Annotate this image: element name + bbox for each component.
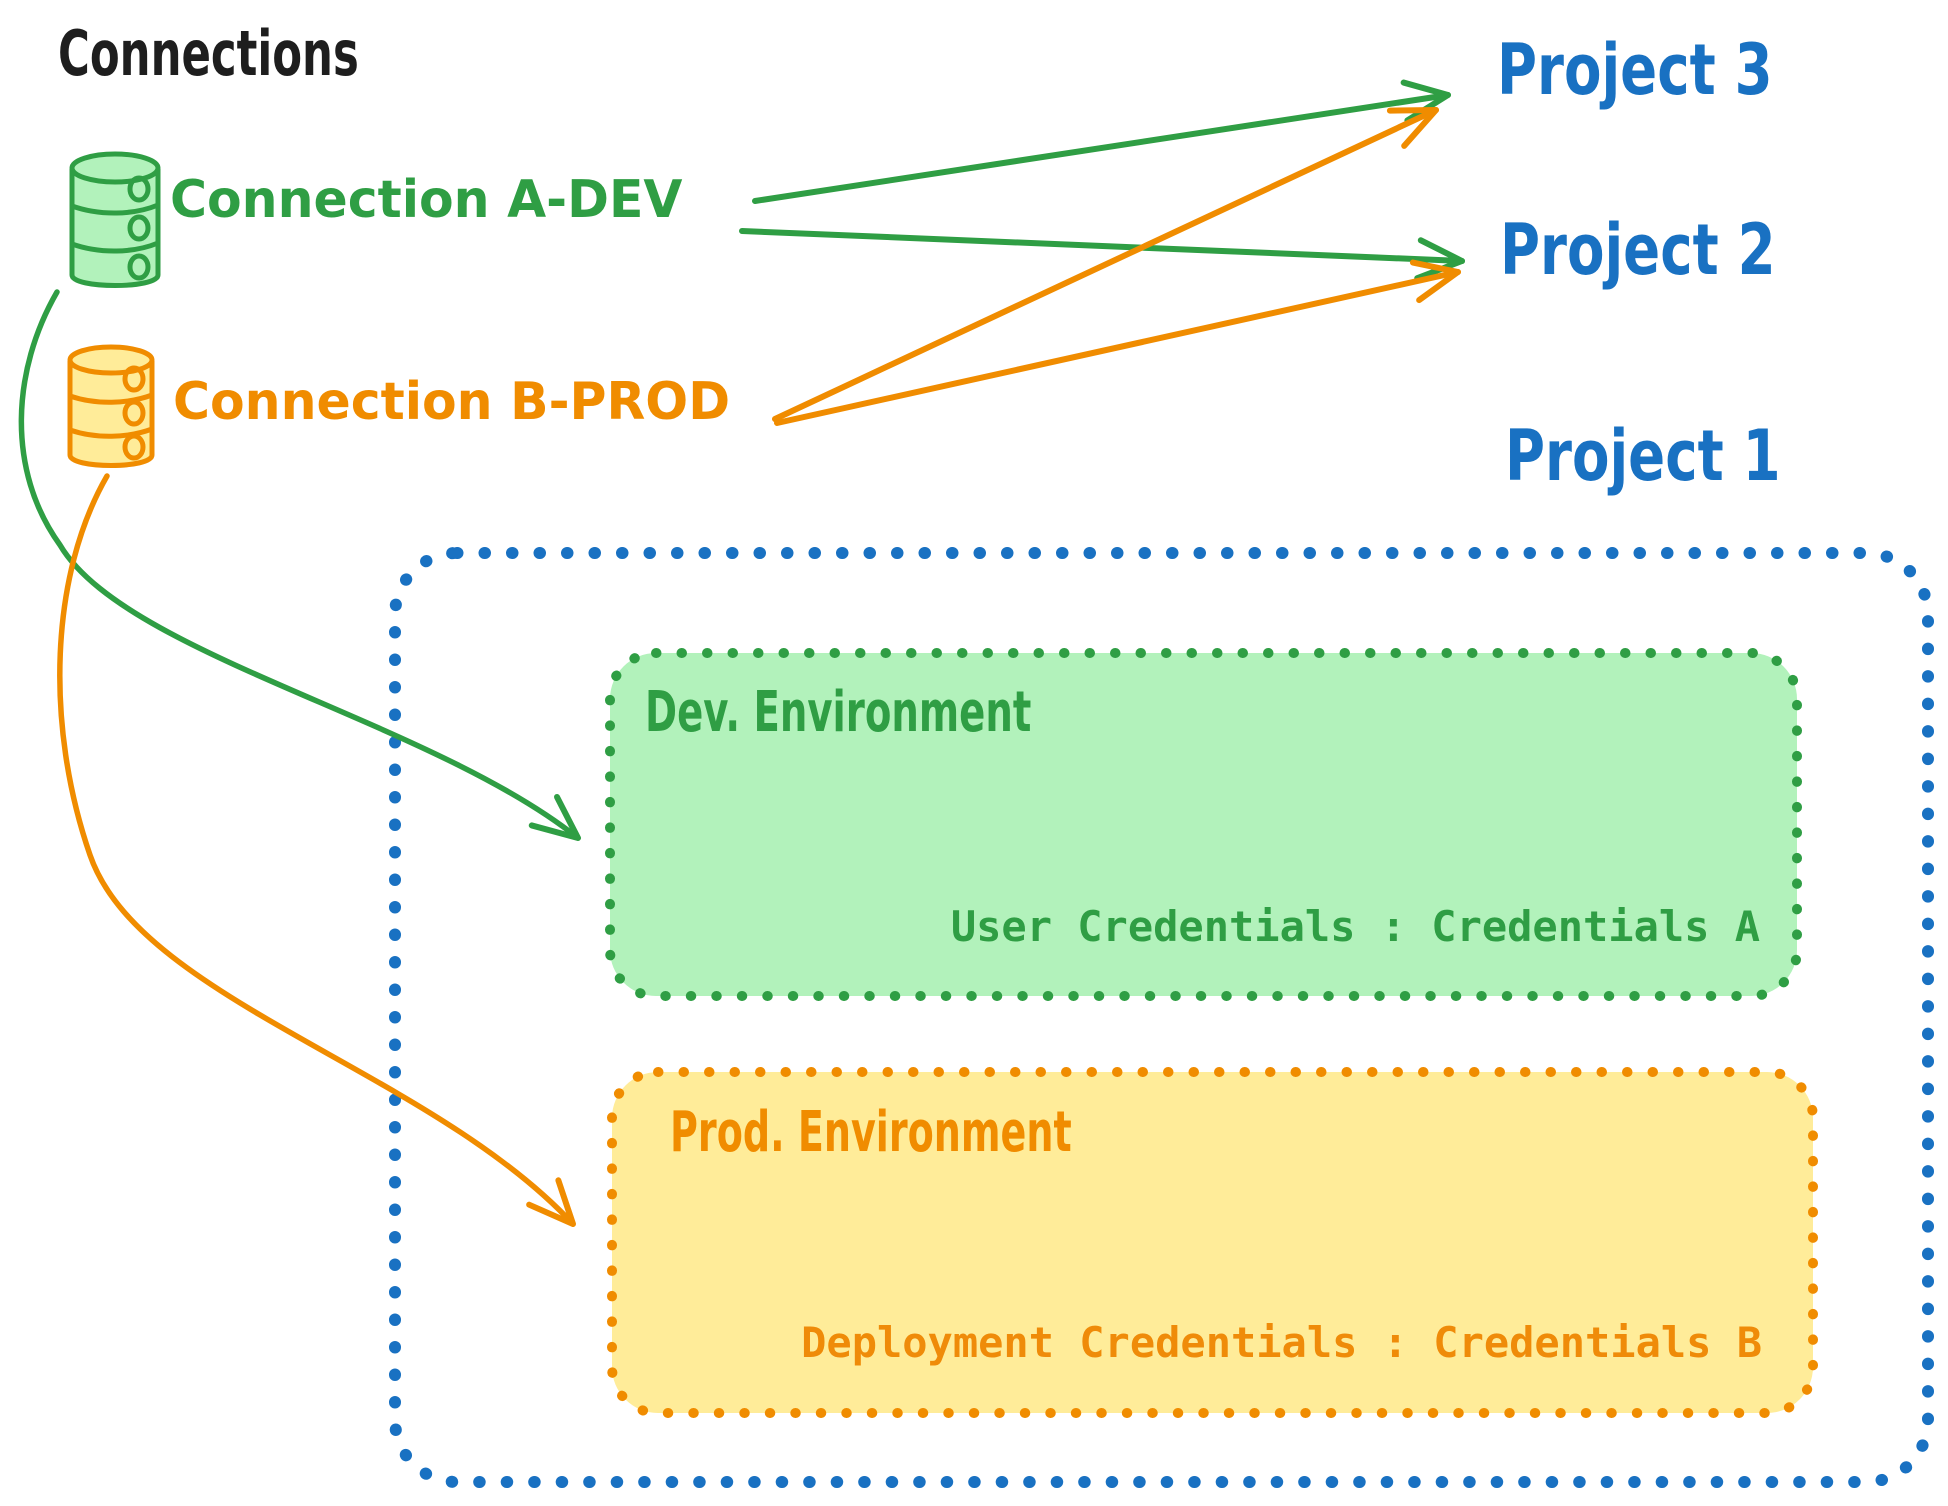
prod-environment-box[interactable]	[607, 1067, 1818, 1418]
project3-label[interactable]: Project 3	[1497, 29, 1773, 111]
arrow-a-dev-to-project2[interactable]	[739, 228, 1465, 282]
connection-a-dev-label[interactable]: Connection A-DEV	[170, 170, 683, 230]
database-a-dev-icon[interactable]	[69, 151, 161, 288]
arrow-b-prod-to-prod-environment[interactable]	[57, 473, 576, 1227]
arrow-b-prod-to-project2[interactable]	[774, 259, 1461, 426]
project1-box[interactable]	[389, 547, 1934, 1488]
prod-environment-label[interactable]: Prod. Environment	[670, 1100, 1072, 1165]
prod-environment-credentials[interactable]: Deployment Credentials : Credentials B	[801, 1318, 1762, 1367]
database-b-prod-icon[interactable]	[67, 344, 155, 468]
dev-environment-box[interactable]	[605, 648, 1802, 1001]
project1-label[interactable]: Project 1	[1505, 415, 1781, 497]
dev-environment-label[interactable]: Dev. Environment	[645, 680, 1032, 745]
project2-label[interactable]: Project 2	[1500, 209, 1776, 291]
diagram-title[interactable]: Connections	[58, 17, 359, 90]
arrow-a-dev-to-dev-environment[interactable]	[18, 289, 581, 841]
connection-b-prod-label[interactable]: Connection B-PROD	[173, 372, 731, 432]
arrow-b-prod-to-project3[interactable]	[772, 107, 1439, 422]
arrow-a-dev-to-project3[interactable]	[752, 79, 1451, 204]
dev-environment-credentials[interactable]: User Credentials : Credentials A	[950, 902, 1760, 951]
